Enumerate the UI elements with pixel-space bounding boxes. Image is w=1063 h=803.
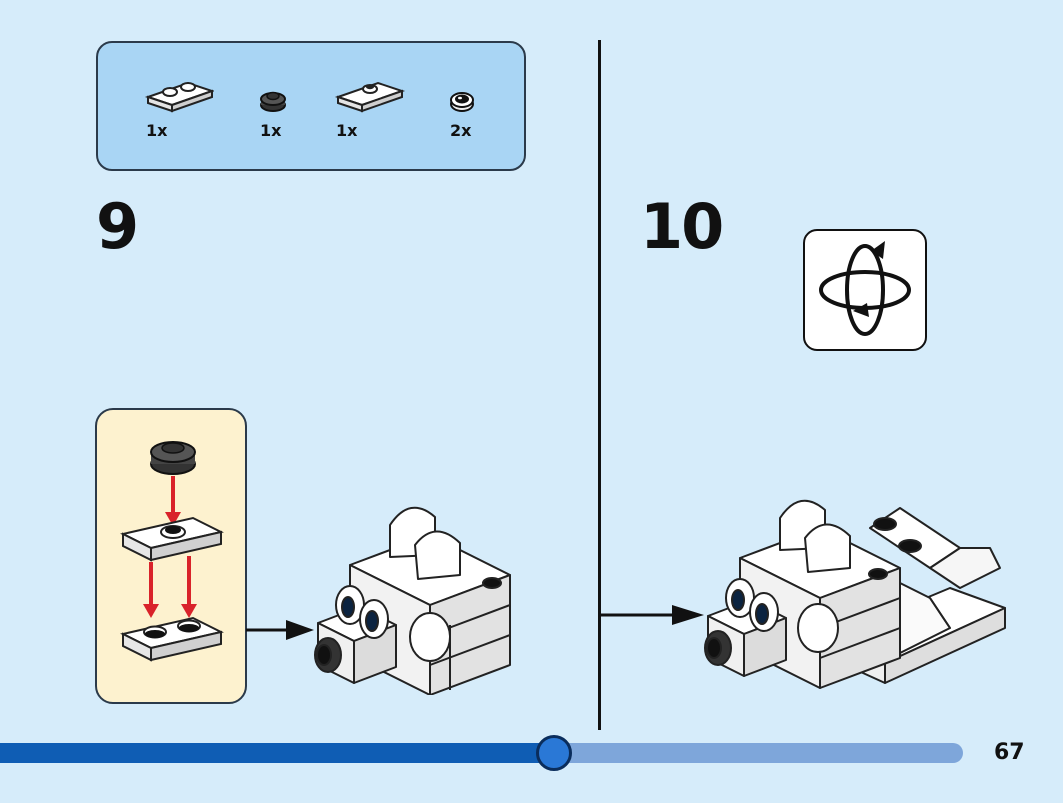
- parts-list-box: 1x 1x 1x 2x: [96, 41, 526, 171]
- jumper-plate-1x2-white-icon: [334, 81, 406, 113]
- progress-bar-fill: [0, 743, 554, 763]
- round-plate-1x1-black-icon: [260, 91, 286, 112]
- attach-arrow: [246, 620, 314, 640]
- rotate-model-icon: [819, 241, 911, 336]
- parts-list-item: 1x: [144, 75, 214, 140]
- parts-list-item: 1x: [334, 75, 406, 140]
- part-quantity: 1x: [260, 121, 282, 140]
- step-number-9: 9: [96, 190, 139, 263]
- progress-marker: [536, 735, 572, 771]
- round-tile-eye-icon: [450, 92, 474, 112]
- part-quantity: 1x: [146, 121, 168, 140]
- part-quantity: 2x: [450, 121, 472, 140]
- sub-assembly-illustration: [120, 441, 224, 662]
- part-quantity: 1x: [336, 121, 358, 140]
- step-10-model-illustration: [704, 499, 1006, 689]
- progress-bar: [0, 743, 963, 763]
- parts-list-item: 1x: [258, 87, 288, 140]
- step-number-10: 10: [640, 190, 724, 263]
- step-9-model-illustration: [314, 506, 511, 695]
- parts-list-item: 2x: [448, 89, 476, 140]
- plate-1x2-white-icon: [144, 81, 214, 113]
- sub-assembly-box: [95, 408, 247, 704]
- attach-arrow: [600, 605, 704, 625]
- step-divider: [598, 40, 601, 730]
- page-number: 67: [994, 740, 1025, 765]
- rotate-model-callout: [803, 229, 927, 351]
